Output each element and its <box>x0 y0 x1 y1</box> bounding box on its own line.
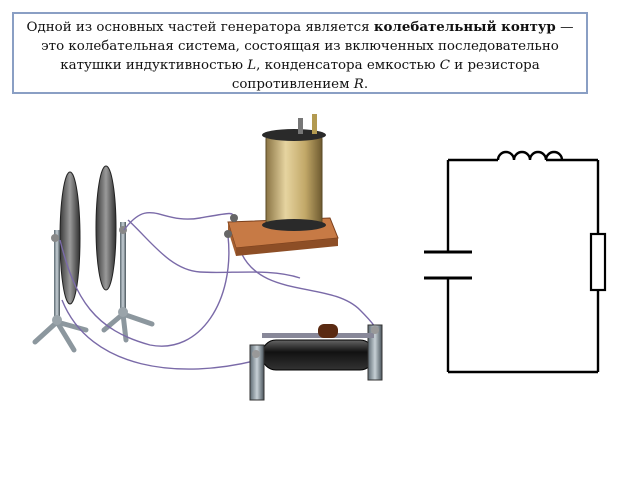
rheostat-icon <box>249 324 383 401</box>
caption-text-4: и резистора сопротивлением <box>231 58 540 92</box>
caption-text-3: , конденсатора емкостью <box>256 58 440 73</box>
caption-text-2: — это колебательная система, состоящая и… <box>41 20 574 73</box>
caption-box: Одной из основных частей генератора явля… <box>12 12 588 94</box>
capacitor-symbol <box>424 250 472 280</box>
inductor-symbol <box>496 150 564 161</box>
circuit-schematic-icon <box>424 150 607 374</box>
coil-icon <box>224 114 339 256</box>
caption-text-5: . <box>363 77 369 92</box>
symbol-L: L <box>247 58 257 73</box>
symbol-C: C <box>439 58 451 73</box>
capacitor-discs-icon <box>32 165 155 353</box>
resistor-symbol <box>589 232 607 292</box>
caption-bold-term: колебательный контур <box>373 19 556 35</box>
symbol-R: R <box>353 77 364 92</box>
caption-text-1: Одной из основных частей генератора явля… <box>26 20 374 35</box>
